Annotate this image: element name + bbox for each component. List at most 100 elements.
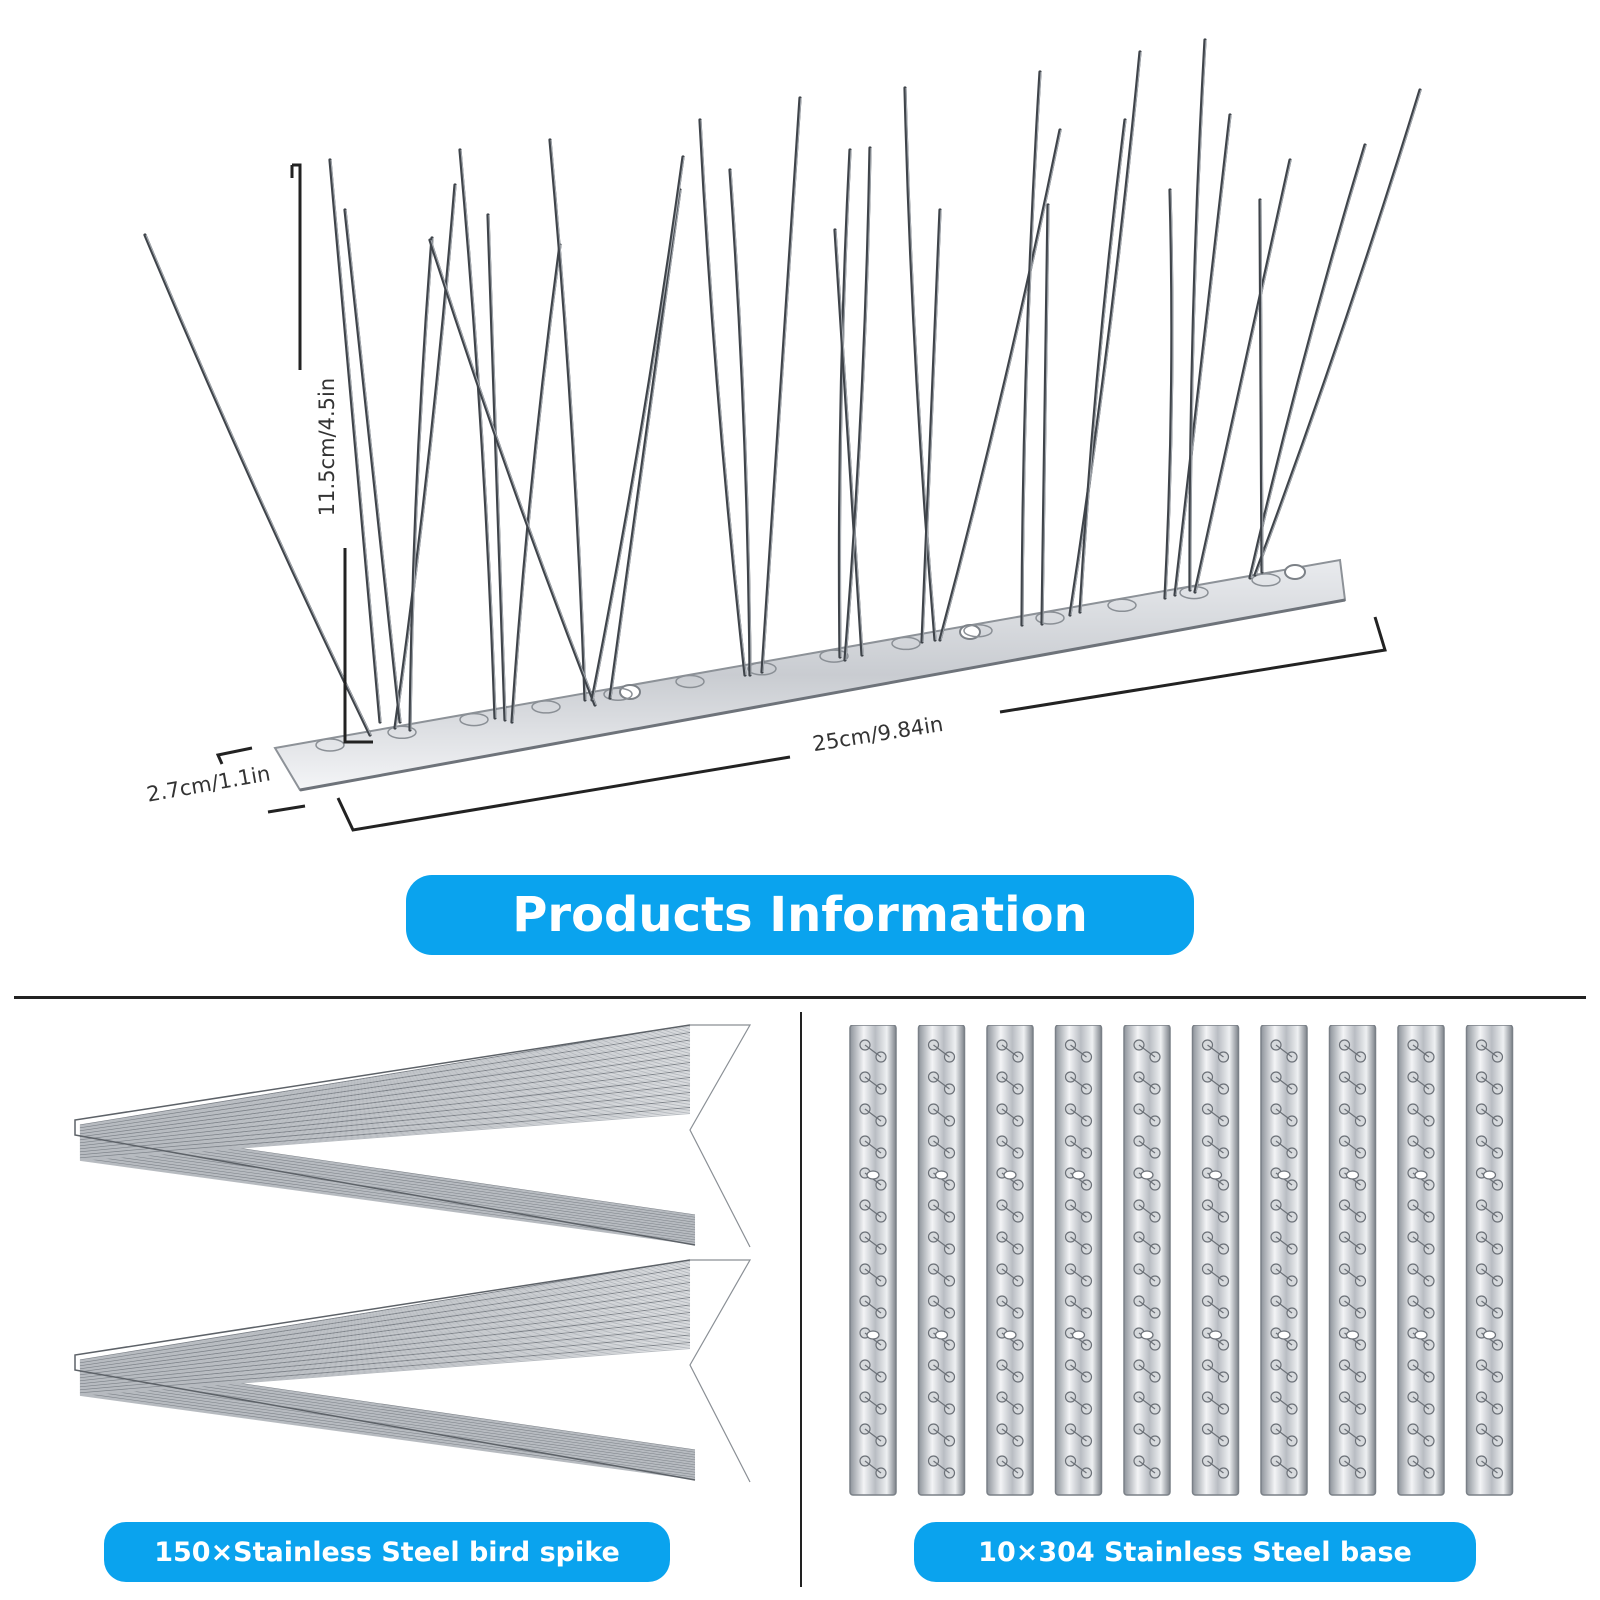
height-dimension-line [290,163,373,744]
spike-highlight [700,119,747,676]
base-rivet-link [1275,1396,1293,1410]
base-rivet-link [1481,1236,1498,1250]
bundle-wire [79,1345,696,1479]
spike-highlight [460,149,497,719]
spike-wire [608,188,682,700]
base-strip [1260,1025,1308,1496]
spike-wire [143,233,372,737]
bundle-wire [79,1102,696,1242]
base-rivet-link [1070,1364,1087,1378]
base-rivet-link [1207,1364,1224,1378]
bundle-wire [79,1318,696,1470]
spike-wire [408,236,434,732]
base-rivet-link [1412,1108,1430,1122]
spike-wire [1248,143,1367,580]
base-rivet-link [1138,1140,1156,1154]
base-rivet-link [1001,1236,1019,1250]
bundle-wire [79,1279,696,1457]
strip-crimp [459,712,489,727]
bundle-wire [79,1093,696,1239]
base-rivet-link [864,1140,882,1154]
base-rivet-link [1344,1268,1361,1282]
bundle-wire [79,1057,696,1227]
bundle-wire [79,1086,696,1236]
spike-wire [903,86,937,642]
base-strip [1397,1025,1445,1496]
bundle-wire [79,1270,696,1454]
spike-wire [920,208,942,644]
bundle-wire [79,1026,696,1216]
base-hole [1003,1330,1017,1340]
base-rivet-link [1344,1236,1361,1250]
base-rivet-link [1481,1460,1498,1474]
bundle-wire [79,1084,696,1236]
bundle-wire [79,1078,696,1234]
bundle-outline [74,1259,696,1481]
base-rivet-link [1481,1044,1498,1058]
spike-highlight [1260,199,1264,573]
bundle-wire [79,1074,696,1232]
spike-wire [548,138,587,702]
bundle-wire [79,1075,696,1233]
bundle-wire [79,1030,696,1218]
bundle-wire [79,1265,696,1453]
spike-wire [837,148,852,659]
base-strip [849,1025,897,1496]
spike-highlight [410,237,434,731]
bundle-wire [79,1264,696,1452]
bundle-wire [79,1099,696,1241]
base-strip [1123,1025,1171,1496]
products-information-banner: Products Information [406,875,1194,955]
bundle-wire [79,1081,696,1235]
base-rivet-link [1207,1204,1224,1218]
base-rivet-link [1412,1300,1430,1314]
strip-crimp [819,649,849,663]
spike-bundle-upper [74,1024,752,1248]
base-rivet-link [1001,1364,1019,1378]
base-rivet-link [1344,1204,1361,1218]
spike-wire [833,228,864,657]
base-rivet-link [1070,1300,1087,1314]
base-rivet-link [1481,1108,1498,1122]
base-rivet-link [1275,1300,1293,1314]
strip-crimp [1179,585,1209,600]
spike-highlight [905,87,937,641]
bundle-wire [79,1310,696,1468]
bundle-wire [79,1273,696,1455]
bundle-outline [74,1024,696,1246]
bundle-wire [79,1083,696,1235]
base-rivet-link [1138,1396,1156,1410]
base-quantity-caption: 10×304 Stainless Steel base [914,1522,1476,1582]
spike-wire [1258,198,1264,574]
base-rivet-link [864,1108,882,1122]
spike-highlight [512,244,562,723]
base-rivet-link [1001,1300,1019,1314]
base-rivet-link [1412,1236,1430,1250]
base-strip-body [849,1025,897,1496]
base-rivet-link [1481,1140,1498,1154]
base-hole [1071,1330,1086,1340]
spike-highlight [839,149,852,658]
base-rivet-link [1344,1076,1361,1090]
bundle-wire [79,1304,696,1466]
strip-crimp [387,725,417,740]
base-rivet-link [1412,1140,1430,1154]
bundle-wire [79,1042,696,1222]
base-rivet-link [1275,1236,1293,1250]
base-strip-body [1260,1025,1308,1496]
spike-highlight [1190,39,1207,591]
base-rivet-link [1207,1236,1224,1250]
spike-highlight [430,239,597,706]
base-rivet-link [1001,1076,1019,1090]
spike-wire [1253,88,1422,577]
spike-wire [938,128,1062,642]
base-rivet-link [1344,1300,1361,1314]
spike-highlight [1042,204,1050,625]
base-rivet-link [1070,1204,1087,1218]
base-rivet-link [933,1460,950,1474]
base-rivet-link [933,1108,950,1122]
bundle-wire [79,1313,696,1469]
bundle-wire [79,1108,696,1244]
base-rivet-link [1001,1044,1019,1058]
